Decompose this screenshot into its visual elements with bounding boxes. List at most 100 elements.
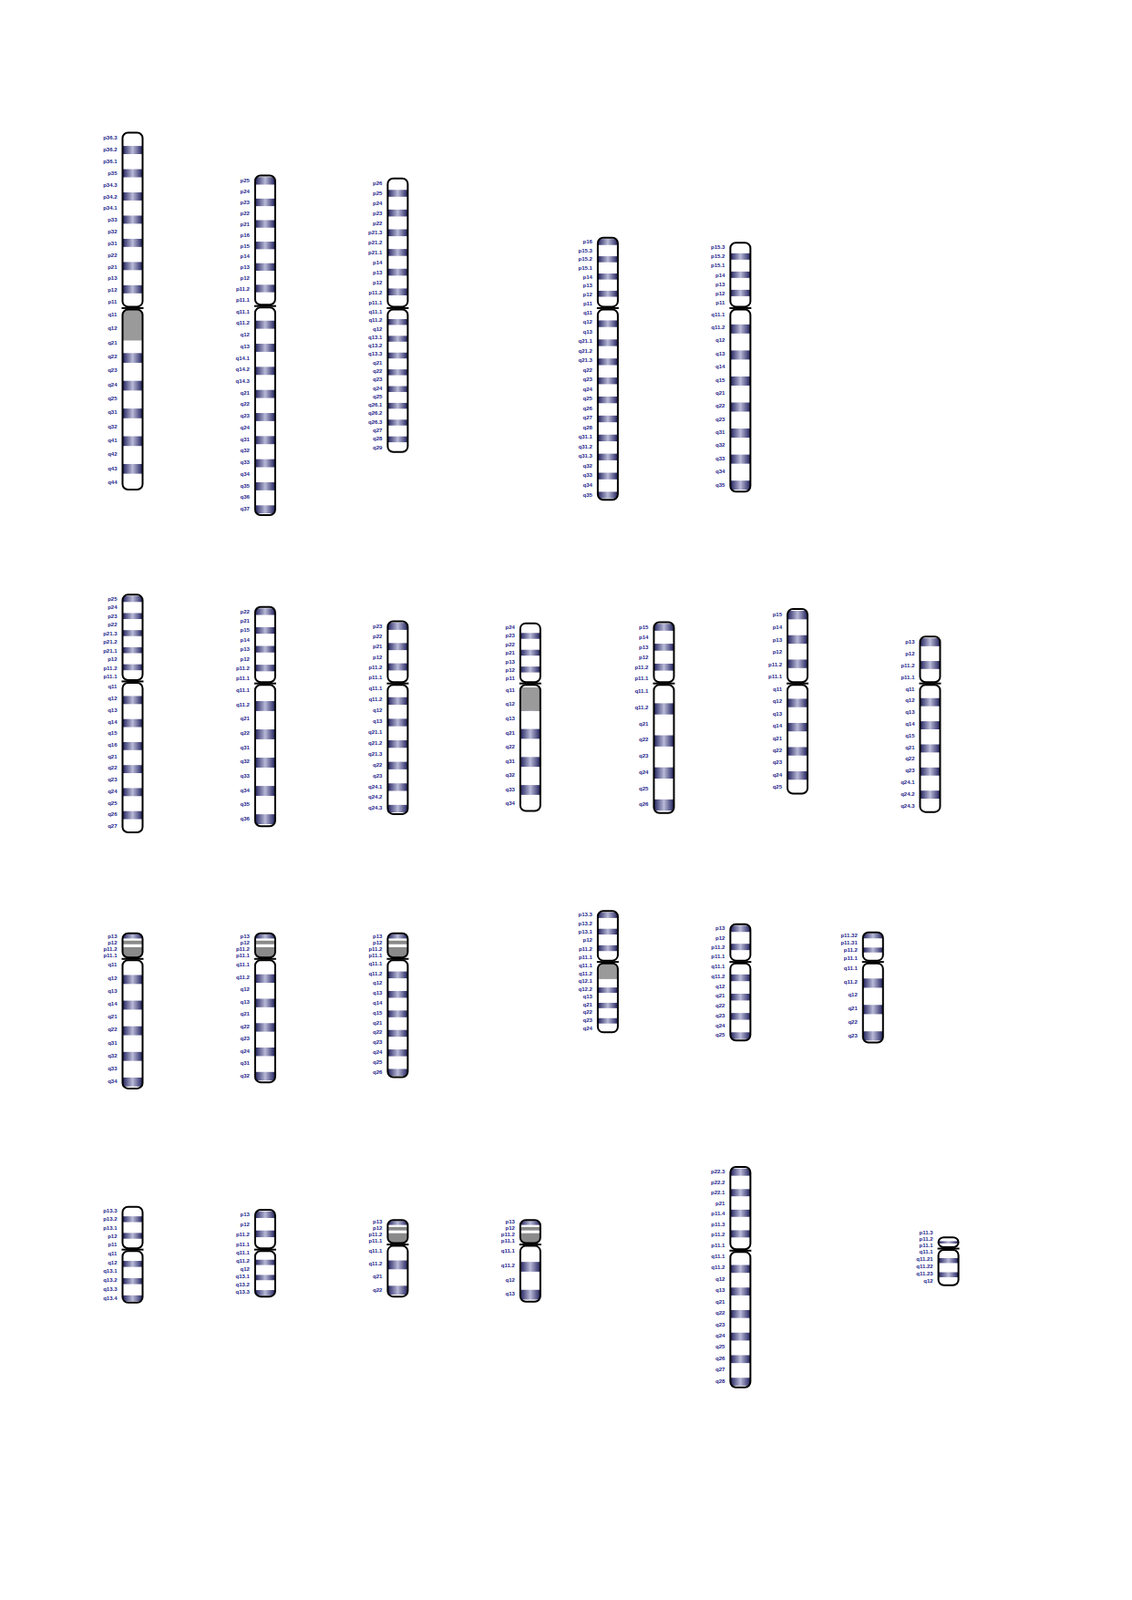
- dark-band: [597, 912, 618, 918]
- band-label: p13: [715, 281, 725, 289]
- dark-band: [122, 408, 143, 419]
- band-label: q13.2: [236, 1281, 250, 1288]
- band-label: p11.2: [368, 664, 382, 671]
- band-label: p11.2: [710, 944, 725, 951]
- arm-ground: [730, 308, 751, 492]
- chromosome-bands: [863, 963, 884, 1043]
- dark-band: [919, 638, 940, 647]
- band-label: q32: [583, 463, 593, 470]
- band-label: p11.2: [236, 1231, 250, 1238]
- band-label: p11.1: [368, 299, 382, 307]
- chromosome-bands: [653, 622, 674, 683]
- arm-ground: [730, 1251, 751, 1387]
- arm-ground: [255, 607, 276, 682]
- band-label: p11: [715, 299, 725, 307]
- band-label: q31: [107, 409, 117, 416]
- band-label: q26: [372, 1069, 382, 1076]
- band-label: q24: [583, 386, 593, 393]
- band-label: p11.1: [236, 675, 250, 682]
- dark-band: [122, 612, 143, 619]
- dark-band: [730, 993, 751, 1000]
- band-label: q21: [107, 753, 117, 761]
- band-label: q11.1: [236, 1249, 250, 1256]
- band-label: q22: [847, 1018, 857, 1026]
- stalk-gap: [255, 944, 276, 947]
- stalk-region: [387, 1226, 408, 1244]
- dark-band: [387, 782, 408, 791]
- band-label: q22: [372, 1286, 382, 1294]
- band-label: p23: [240, 199, 250, 206]
- band-label: p21: [107, 264, 117, 271]
- chromosome-outline: [520, 1219, 541, 1243]
- chromosome-outline: [730, 308, 751, 492]
- dark-band: [730, 376, 751, 386]
- dark-band: [863, 933, 884, 938]
- band-label: q12: [240, 1265, 250, 1273]
- dark-band: [387, 1068, 408, 1075]
- band-label: p13: [240, 264, 250, 271]
- band-label: p12: [505, 1224, 515, 1232]
- band-label: p15.1: [710, 262, 725, 269]
- band-label: q25: [715, 1031, 725, 1039]
- band-label: q22: [372, 1029, 382, 1036]
- band-label: q21.2: [578, 348, 593, 355]
- dark-band: [787, 746, 808, 755]
- dark-band: [863, 977, 884, 988]
- centromere: [596, 960, 619, 963]
- chromosome-bands: [938, 1249, 959, 1286]
- band-label: q42: [107, 451, 117, 458]
- centromere: [386, 307, 409, 309]
- chromosome-bands: [122, 1250, 143, 1303]
- band-label: p21.1: [102, 648, 117, 655]
- band-label: q25: [715, 1343, 725, 1350]
- band-label: q23: [240, 412, 250, 420]
- dark-band: [387, 804, 408, 813]
- band-label: q24.2: [368, 793, 382, 801]
- band-label: q32: [505, 771, 515, 779]
- band-label: q23: [372, 1039, 382, 1046]
- dark-band: [520, 784, 541, 795]
- band-label: q11.1: [710, 311, 725, 319]
- band-label: p11.1: [368, 1237, 382, 1245]
- band-label: p12: [505, 667, 515, 674]
- chromosome-bands: [730, 242, 751, 307]
- dark-band: [387, 288, 408, 296]
- band-label: p12: [240, 275, 250, 282]
- dark-band: [122, 629, 143, 637]
- band-label: q13: [715, 350, 725, 358]
- band-label: q11.1: [236, 961, 250, 968]
- band-label: q11: [772, 686, 783, 693]
- chromosome-outline: [863, 932, 884, 961]
- dark-band: [653, 702, 674, 714]
- band-label: q34: [505, 800, 515, 807]
- stalk-gap: [387, 1230, 408, 1234]
- dark-band: [255, 998, 276, 1007]
- band-label: q11.2: [578, 970, 593, 978]
- band-label: p11.1: [368, 952, 382, 959]
- dark-band: [122, 352, 143, 363]
- band-label: p22: [240, 210, 250, 217]
- band-label: q13.2: [368, 342, 382, 350]
- band-label: q12.1: [578, 977, 593, 985]
- band-label: q22: [372, 368, 382, 375]
- band-label: p11.1: [236, 1241, 250, 1248]
- arm-ground: [122, 132, 143, 307]
- dark-band: [255, 263, 276, 271]
- band-label: p14: [772, 624, 783, 631]
- band-label: q37: [240, 505, 250, 513]
- chromosome-bands: [520, 1219, 541, 1243]
- band-label: p15: [240, 627, 250, 634]
- band-label: q24: [240, 424, 250, 432]
- dark-band: [387, 369, 408, 375]
- dark-band: [730, 1168, 751, 1176]
- chromosome-outline: [863, 963, 884, 1043]
- dark-band: [255, 664, 276, 671]
- band-label: p11.1: [710, 1242, 725, 1249]
- chromosome-outline: [787, 684, 808, 793]
- dark-band: [255, 459, 276, 468]
- chromosome-bands: [122, 132, 143, 307]
- band-label: p15.2: [578, 256, 593, 263]
- dark-band: [122, 1295, 143, 1302]
- band-label: q28: [583, 424, 593, 432]
- stalk-region: [122, 940, 143, 958]
